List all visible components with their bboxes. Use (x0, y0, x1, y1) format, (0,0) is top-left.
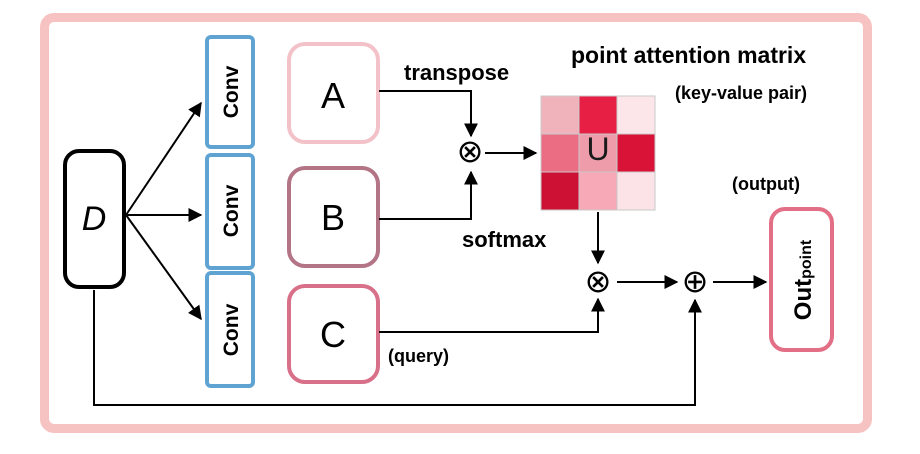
arrow-d-residual (93, 290, 702, 406)
attention-matrix (540, 95, 656, 211)
conv-label-1: Conv (220, 65, 243, 118)
attention-title: point attention matrix (571, 42, 806, 68)
arrow-b-multiply (379, 170, 478, 220)
multiply-symbol-top: ⊗ (457, 133, 484, 169)
add-symbol: ⊕ (682, 263, 709, 299)
conv-block-1: Conv (205, 35, 255, 149)
branch-a-label: A (321, 75, 345, 116)
matrix-cell (616, 133, 656, 173)
arrow-c-multiply (379, 297, 605, 333)
output-label: Outpoint (790, 239, 817, 320)
matrix-cell (540, 133, 580, 173)
conv-block-3: Conv (205, 271, 255, 388)
branch-b-label: B (321, 197, 345, 238)
output-node: Outpoint (769, 207, 834, 352)
branch-a: A (287, 42, 380, 144)
softmax-label: softmax (462, 227, 547, 252)
arrow-a-multiply (379, 90, 478, 138)
branch-b: B (287, 166, 380, 268)
arrow-d-conv3 (125, 214, 202, 321)
conv-label-2: Conv (220, 184, 243, 237)
arrow-d-conv1 (125, 101, 202, 216)
branch-c: C (287, 284, 380, 384)
matrix-cell (540, 171, 580, 211)
matrix-cell (540, 95, 580, 135)
input-node: D (63, 149, 126, 289)
query-label: (query) (388, 346, 449, 366)
connectors (93, 90, 768, 406)
multiply-op-bottom: ⊗ (585, 263, 612, 299)
matrix-label: U (586, 131, 609, 167)
branch-c-label: C (320, 314, 346, 355)
conv-block-2: Conv (205, 153, 255, 270)
conv-label-3: Conv (220, 303, 243, 356)
output-label-sub: point (798, 239, 815, 279)
matrix-cell (616, 95, 656, 135)
transpose-label: transpose (404, 60, 509, 85)
output-note: (output) (732, 174, 800, 194)
matrix-cell (578, 171, 618, 211)
input-label: D (82, 200, 107, 238)
multiply-op-top: ⊗ (457, 133, 484, 169)
diagram-frame (40, 13, 872, 433)
matrix-cell (578, 95, 618, 135)
output-label-main: Out (790, 279, 817, 320)
multiply-symbol-bottom: ⊗ (585, 263, 612, 299)
add-op: ⊕ (682, 263, 709, 299)
matrix-cell (616, 171, 656, 211)
attention-subtitle: (key-value pair) (675, 83, 807, 103)
